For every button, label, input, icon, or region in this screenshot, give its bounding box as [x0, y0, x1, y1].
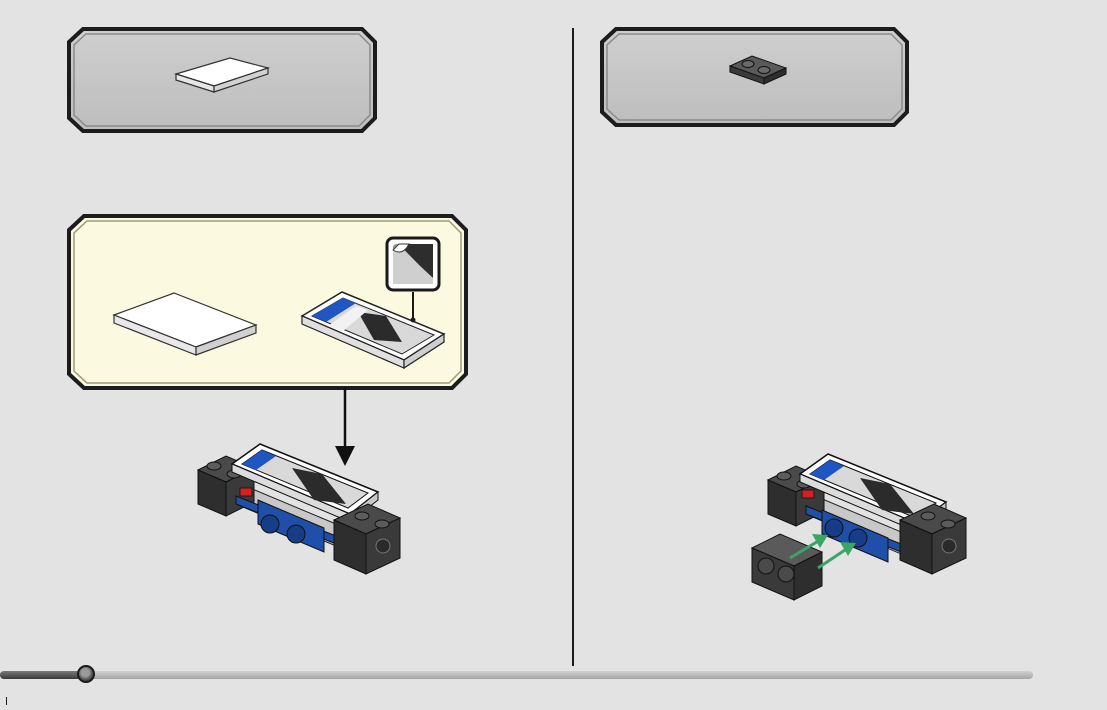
progress-fill	[0, 671, 86, 679]
corner-mark	[6, 697, 7, 705]
progress-knob[interactable]	[77, 665, 95, 683]
progress-track	[0, 671, 1033, 679]
